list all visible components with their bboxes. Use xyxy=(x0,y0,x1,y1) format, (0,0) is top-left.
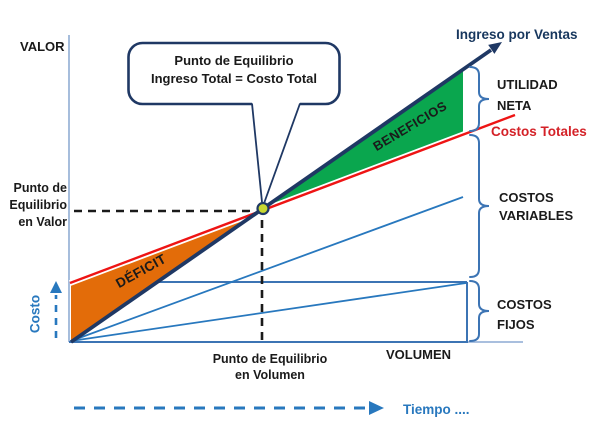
callout-tail-right-edge xyxy=(263,103,301,203)
costos-fijos-line1: COSTOS xyxy=(497,297,552,312)
costos-variables-label: COSTOS VARIABLES xyxy=(499,189,573,225)
ingreso-por-ventas-label: Ingreso por Ventas xyxy=(456,27,578,42)
costos-fijos-label: COSTOS FIJOS xyxy=(497,295,552,335)
pe-valor-line3: en Valor xyxy=(18,215,67,229)
equilibrium-point-dot xyxy=(256,201,270,216)
callout-tail-left-edge xyxy=(251,103,263,203)
callout-text: Punto de Equilibrio Ingreso Total = Cost… xyxy=(128,52,340,87)
brace-costos-variables xyxy=(469,134,490,278)
utilidad-line2: NETA xyxy=(497,98,532,113)
costos-variables-line1: COSTOS xyxy=(499,190,554,205)
brace-utilidad-neta xyxy=(469,66,490,132)
callout-line1: Punto de Equilibrio xyxy=(174,53,294,68)
callout-box xyxy=(127,41,341,106)
ingreso-arrowhead-icon xyxy=(488,42,502,54)
punto-equilibrio-volumen-label: Punto de Equilibrio en Volumen xyxy=(196,351,344,383)
tiempo-label: Tiempo .... xyxy=(403,402,470,417)
costos-fijos-line2: FIJOS xyxy=(497,317,535,332)
costo-axis-label: Costo xyxy=(27,294,43,334)
brace-costos-fijos xyxy=(469,280,490,342)
costos-totales-line xyxy=(69,113,516,285)
origin-to-fijos-corner-line xyxy=(70,282,467,342)
costos-variables-line2: VARIABLES xyxy=(499,208,574,223)
pe-volumen-line2: en Volumen xyxy=(235,368,305,382)
punto-equilibrio-valor-label: Punto de Equilibrio en Valor xyxy=(0,180,67,231)
costo-arrowhead-icon xyxy=(50,281,62,293)
ingreso-line xyxy=(69,48,493,344)
pe-valor-line2: Equilibrio xyxy=(9,198,67,212)
volumen-axis-label: VOLUMEN xyxy=(386,347,451,362)
utilidad-neta-label: UTILIDAD NETA xyxy=(497,74,558,116)
utilidad-line1: UTILIDAD xyxy=(497,77,558,92)
costos-variables-line xyxy=(70,196,464,342)
valor-axis-label: VALOR xyxy=(20,39,65,54)
pe-volumen-line1: Punto de Equilibrio xyxy=(212,352,328,366)
callout-tail-fill xyxy=(252,102,300,205)
callout-line2: Ingreso Total = Costo Total xyxy=(151,70,317,86)
pe-valor-line1: Punto de xyxy=(13,181,67,195)
costos-totales-label: Costos Totales xyxy=(491,124,587,139)
tiempo-arrowhead-icon xyxy=(369,401,384,415)
